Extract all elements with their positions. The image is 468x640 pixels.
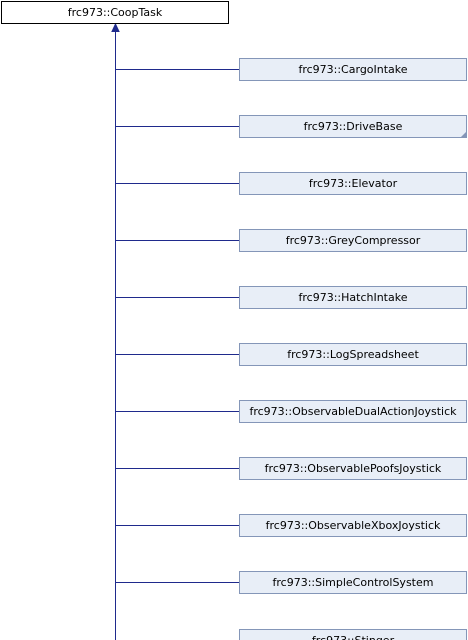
derived-class-label: frc973::HatchIntake bbox=[299, 291, 408, 304]
derived-class-node[interactable]: frc973::Stinger bbox=[239, 629, 467, 640]
derived-class-box bbox=[239, 58, 467, 81]
derived-class-label: frc973::GreyCompressor bbox=[286, 234, 421, 247]
derived-class-box bbox=[239, 343, 467, 366]
derived-class-label: frc973::ObservablePoofsJoystick bbox=[265, 462, 442, 475]
derived-class-node[interactable]: frc973::LogSpreadsheet bbox=[239, 343, 467, 366]
derived-class-box bbox=[239, 514, 467, 537]
inheritance-arrow-icon bbox=[111, 22, 120, 32]
derived-class-node[interactable]: frc973::ObservableXboxJoystick bbox=[239, 514, 467, 537]
derived-class-node[interactable]: frc973::ObservablePoofsJoystick bbox=[239, 457, 467, 480]
more-items-corner-icon bbox=[460, 131, 467, 138]
derived-class-node[interactable]: frc973::GreyCompressor bbox=[239, 229, 467, 252]
root-class-box bbox=[1, 1, 229, 24]
derived-class-box bbox=[239, 571, 467, 594]
derived-class-nodes: frc973::CargoIntakefrc973::DriveBasefrc9… bbox=[239, 58, 467, 640]
derived-class-label: frc973::ObservableDualActionJoystick bbox=[249, 405, 457, 418]
root-class-node[interactable]: frc973::CoopTask bbox=[1, 1, 229, 24]
derived-class-box bbox=[239, 457, 467, 480]
derived-class-label: frc973::LogSpreadsheet bbox=[287, 348, 419, 361]
derived-class-box bbox=[239, 115, 467, 138]
derived-class-node[interactable]: frc973::DriveBase bbox=[239, 115, 467, 138]
derived-class-box bbox=[239, 629, 467, 640]
derived-class-box bbox=[239, 229, 467, 252]
derived-class-box bbox=[239, 286, 467, 309]
derived-class-label: frc973::DriveBase bbox=[304, 120, 403, 133]
derived-class-node[interactable]: frc973::CargoIntake bbox=[239, 58, 467, 81]
derived-class-node[interactable]: frc973::HatchIntake bbox=[239, 286, 467, 309]
derived-class-node[interactable]: frc973::SimpleControlSystem bbox=[239, 571, 467, 594]
derived-class-label: frc973::ObservableXboxJoystick bbox=[266, 519, 441, 532]
derived-class-box bbox=[239, 400, 467, 423]
derived-class-box bbox=[239, 172, 467, 195]
root-class-label: frc973::CoopTask bbox=[68, 6, 163, 19]
derived-class-label: frc973::Elevator bbox=[309, 177, 398, 190]
derived-class-node[interactable]: frc973::ObservableDualActionJoystick bbox=[239, 400, 467, 423]
inheritance-edges bbox=[111, 22, 240, 640]
derived-class-label: frc973::Stinger bbox=[312, 634, 395, 640]
derived-class-label: frc973::SimpleControlSystem bbox=[273, 576, 434, 589]
derived-class-node[interactable]: frc973::Elevator bbox=[239, 172, 467, 195]
derived-class-label: frc973::CargoIntake bbox=[298, 63, 407, 76]
